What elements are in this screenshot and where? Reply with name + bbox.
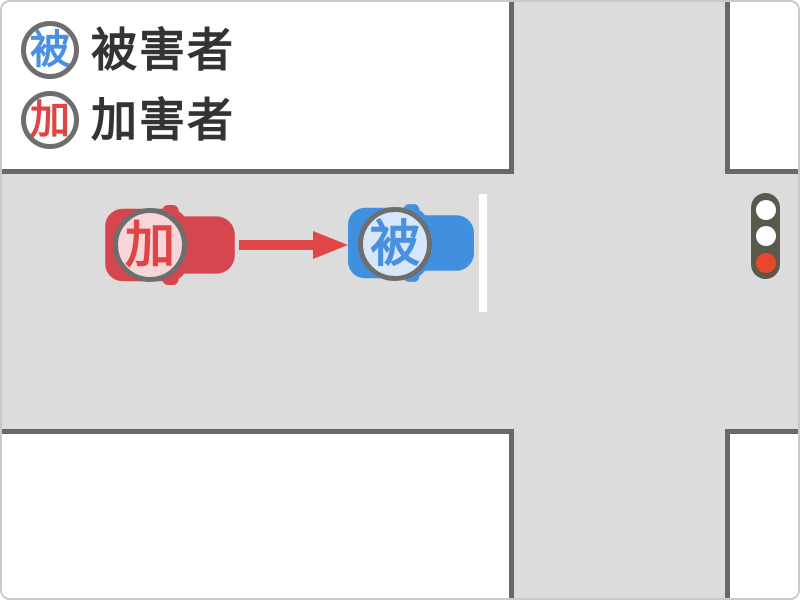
perpetrator-car-badge: 加 [113,208,187,282]
victim-badge-glyph: 被 [30,28,70,72]
legend-row-perpetrator: 加 加害者 [21,91,235,149]
traffic-light-icon [751,193,780,279]
signal-light-bottom-red [755,252,776,273]
corner-block-bottom-left [2,429,514,598]
perpetrator-label: 加害者 [91,94,235,146]
perpetrator-badge-glyph: 加 [30,98,70,142]
victim-badge-icon: 被 [21,21,79,79]
victim-car-badge-glyph: 被 [370,216,420,272]
victim-label: 被害者 [91,24,235,76]
perpetrator-car-badge-glyph: 加 [125,217,175,273]
corner-block-top-right [725,2,798,174]
legend-row-victim: 被 被害者 [21,21,235,79]
direction-arrow-icon [239,231,348,259]
victim-car-badge: 被 [358,207,432,281]
corner-block-top-left [2,2,514,174]
signal-light-middle [755,226,776,246]
corner-block-bottom-right [725,429,798,598]
perpetrator-badge-icon: 加 [21,91,79,149]
signal-light-top [755,199,776,220]
stop-line [479,194,487,312]
